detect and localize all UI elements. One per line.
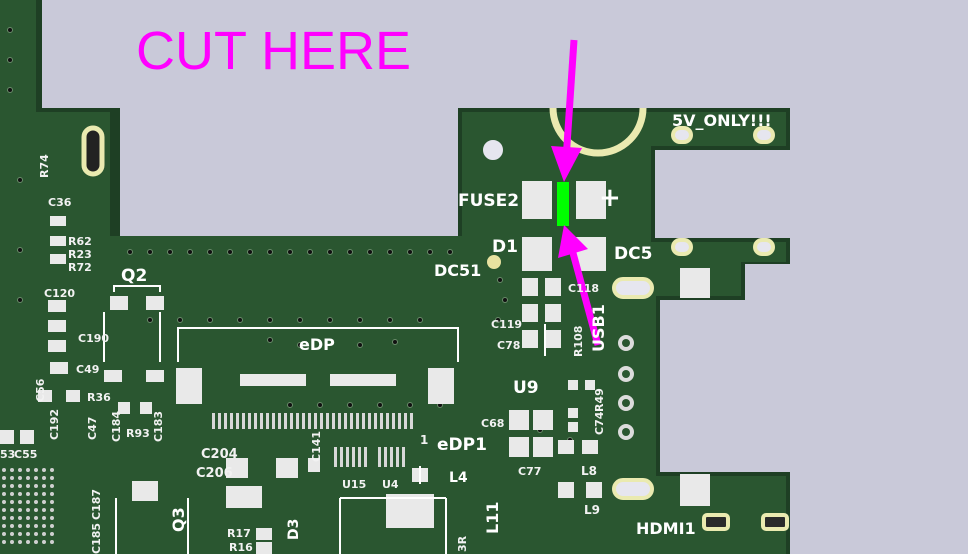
- rotated-labels: USB1 R108 R49 C74 R74 C56 C192 C47 C184 …: [34, 154, 608, 554]
- usb-hole-centers: [622, 339, 630, 436]
- pcb-surface: [0, 0, 786, 554]
- label-c183: C183: [152, 411, 165, 442]
- label-d3: D3: [286, 519, 302, 540]
- label-c36: C36: [48, 196, 72, 209]
- label-dc51: DC51: [434, 261, 481, 280]
- label-q3: Q3: [169, 507, 188, 532]
- mounting-ring: [549, 107, 647, 157]
- label-c47: C47: [86, 417, 99, 440]
- arrow-top-head: [551, 146, 582, 182]
- arrow-bottom-shaft: [569, 252, 602, 346]
- label-c68: C68: [481, 417, 504, 430]
- label-edp: eDP: [299, 335, 335, 354]
- label-u9: U9: [513, 378, 539, 398]
- left-slot: [81, 125, 105, 177]
- cut-here-label: CUT HERE: [136, 21, 411, 81]
- label-plus: +: [599, 183, 621, 213]
- label-3r: 3R: [456, 535, 469, 552]
- label-r17: R17: [227, 527, 251, 540]
- label-l11: L11: [483, 502, 502, 534]
- label-c49: C49: [76, 363, 99, 376]
- label-c118: C118: [568, 282, 599, 295]
- label-r49: R49: [593, 388, 606, 412]
- silkscreen-labels: 5V_ONLY!!! FUSE2 + D1 DC5 DC51 Q2 eDP eD…: [0, 111, 772, 554]
- label-c184: C184: [110, 411, 123, 442]
- label-d1: D1: [492, 237, 518, 257]
- label-c78: C78: [497, 339, 520, 352]
- label-u15: U15: [342, 478, 366, 491]
- label-r74: R74: [38, 154, 51, 178]
- label-l4: L4: [449, 470, 468, 486]
- label-c192: C192: [48, 409, 61, 440]
- pcb-board: [0, 0, 790, 554]
- silkscreen-outlines: [103, 285, 546, 554]
- label-r72: R72: [68, 261, 92, 274]
- label-c141: C141: [310, 431, 323, 462]
- connector-pins: [212, 413, 413, 467]
- label-one: 1: [420, 433, 428, 447]
- label-r36: R36: [87, 391, 111, 404]
- cut-arrows: [551, 39, 602, 346]
- arrow-top-shaft: [562, 39, 578, 161]
- label-c190: C190: [78, 332, 109, 345]
- label-r93: R93: [126, 427, 150, 440]
- label-l9: L9: [584, 503, 600, 517]
- label-5v-only: 5V_ONLY!!!: [672, 111, 772, 130]
- label-r62: R62: [68, 235, 92, 248]
- label-l8: L8: [581, 464, 597, 478]
- label-c74: C74: [593, 411, 606, 435]
- mounting-hole: [481, 138, 505, 162]
- label-hdmi1: HDMI1: [636, 519, 696, 538]
- label-r108: R108: [572, 326, 585, 357]
- arrow-bottom-head: [558, 225, 588, 258]
- label-dc5: DC5: [614, 244, 652, 264]
- label-c77: C77: [518, 465, 541, 478]
- label-c185: C185: [90, 523, 103, 554]
- label-c187: C187: [90, 489, 103, 520]
- label-usb1: USB1: [589, 304, 608, 352]
- label-c120: C120: [44, 287, 75, 300]
- label-c55: C55: [14, 448, 37, 461]
- label-c119: C119: [491, 318, 522, 331]
- bga-grid: [2, 468, 54, 544]
- label-r23: R23: [68, 248, 92, 261]
- label-c206: C206: [196, 466, 233, 481]
- oval-slots: [612, 126, 789, 531]
- label-q2: Q2: [121, 266, 147, 286]
- label-c53: 53: [0, 448, 15, 461]
- test-point-dc51: [487, 255, 501, 269]
- label-edp1: eDP1: [437, 435, 487, 455]
- label-r16: R16: [229, 541, 253, 554]
- cut-trace: [557, 182, 569, 226]
- label-u4: U4: [382, 478, 399, 491]
- label-c204: C204: [201, 447, 238, 462]
- label-fuse2: FUSE2: [458, 191, 519, 211]
- pad-group: [0, 181, 710, 554]
- label-c56: C56: [34, 378, 47, 402]
